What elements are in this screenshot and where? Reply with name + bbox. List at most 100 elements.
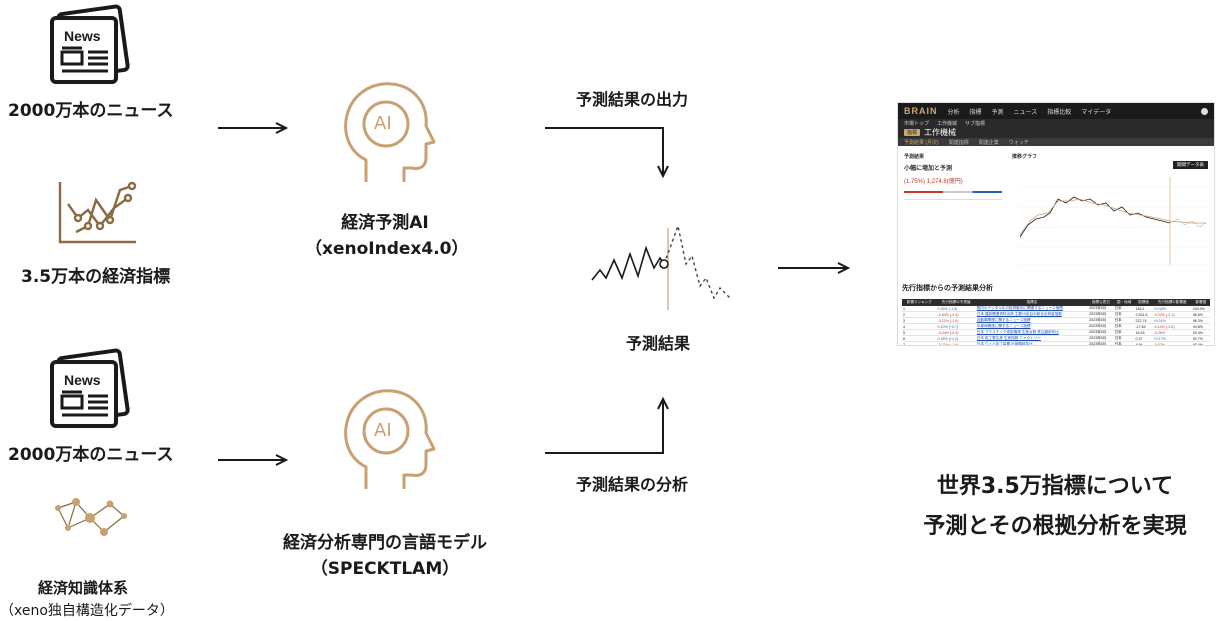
table-cell: -0.14% (-2.6) [1152,323,1192,330]
forecast-line-icon [591,223,731,310]
table-cell: 2023年5月 [1088,341,1114,345]
chart-panel: 推移グラフ 期間データ表 [1012,153,1210,275]
page-title: 工作機械 [924,128,957,137]
brain-app-screenshot: BRAIN 分析 指標 予測 ニュース 指標比較 マイデータ 市場トップ 工作機… [897,102,1215,346]
forecast-result-label: 予測結果 [626,334,691,353]
elbow-arrow-up-icon [545,396,669,454]
table-cell: 日本 [1113,317,1135,324]
ai-badge: AI [374,113,392,134]
table-cell: -0.22% (-2.1) [1152,311,1192,318]
table-cell: -17.64 [1134,323,1153,330]
knowledge-system-sublabel: （xeno独自構造化データ） [0,603,174,619]
table-cell: 7 [902,341,937,345]
conclusion-line-2: 予測とその根拠分析を実現 [923,514,1187,539]
table-cell[interactable]: 日本 建設関連資材出荷 主要10品目の総合出荷量指数 [975,311,1089,318]
table-cell: 0.10% (+0.7) [936,323,976,330]
table-cell: 日本 [1113,311,1135,318]
arrow-right-icon [778,262,851,274]
forecast-panel: 予測結果 小幅に増加と予測 (1.75%) 1,274.8(億円) [904,153,1002,213]
tab-related-companies[interactable]: 関連企業 [978,139,999,146]
menu-item[interactable]: マイデータ [1081,109,1112,116]
table-cell: 2023年5月 [1088,323,1114,330]
table-cell: 2023年5月 [1088,335,1114,342]
table-cell: 96.3% [1191,317,1210,324]
download-button[interactable]: 期間データ表 [1173,161,1208,169]
news-count-label-bottom: 2000万本のニュース [8,445,174,465]
table-cell: 0.37 [1134,335,1153,342]
breadcrumb-item[interactable]: サブ指標 [965,120,986,127]
indicator-tag: 指標 [904,129,921,136]
table-cell: 3 [902,317,937,324]
table-cell: -0.84% (-3.4) [936,311,976,318]
breadcrumb-item[interactable]: 市場トップ [904,120,930,127]
user-icon[interactable] [1201,107,1208,115]
table-cell[interactable]: 半導体関連に関するニュース指標 [975,323,1089,330]
menu-item[interactable]: 指標比較 [1047,109,1072,116]
news-icon-top: News [48,4,130,84]
table-cell: -0.22% (-1.9) [936,317,976,324]
news-icon-text: News [64,28,101,44]
column-header: 指標値 [1134,299,1153,306]
tab-watch[interactable]: ウォッチ [1008,139,1029,146]
column-header: 影響ランキング [902,299,937,306]
table-cell: -0.05% [1152,329,1192,336]
table-cell: 0.32% (-1.5) [936,306,976,312]
arrow-right-icon [218,454,289,466]
table-cell[interactable]: 自動車関連に関するニュース指標 [975,317,1089,324]
table-cell: +0.34% [1152,306,1192,312]
indicator-count-label: 3.5万本の経済指標 [21,267,171,287]
forecast-bar [904,191,1002,193]
tab-bar: 予測結果 (月次) 関連指標 関連企業 ウォッチ [898,138,1214,146]
table-cell: 日本 [1113,323,1135,330]
tab-related-indicators[interactable]: 関連指標 [948,139,969,146]
table-cell: +0.17% [1152,335,1192,342]
indicator-chart-icon [58,180,138,250]
table-cell: 100.0% [1191,306,1210,312]
menu-item[interactable]: 分析 [947,109,960,116]
table-cell: 日本 [1113,329,1135,336]
table-cell[interactable]: 国内のデジタル化の投資動向に関連するニュース指標 [975,306,1089,312]
table-cell: 2023年5月 [1088,311,1114,318]
table-cell: 6 [902,335,937,342]
table-row[interactable]: 2-0.84% (-3.4)日本 建設関連資材出荷 主要10品目の総合出荷量指数… [902,311,1210,318]
table-cell: 2023年5月 [1088,306,1114,312]
app-logo: BRAIN [904,106,938,116]
table-cell: 148.1 [1134,306,1153,312]
table-cell: 2 [902,311,937,318]
table-cell: 96.6% [1191,311,1210,318]
menu-item[interactable]: 指標 [969,109,982,116]
breadcrumb-item[interactable]: 工作機械 [937,120,958,127]
table-cell: 2023年5月 [1088,317,1114,324]
column-header: 国・地域 [1113,299,1135,306]
table-cell: 日本 [1113,341,1135,345]
tab-forecast[interactable]: 予測結果 (月次) [904,139,939,146]
table-cell: 94.8% [1191,323,1210,330]
table-cell: 日本 [1113,335,1135,342]
knowledge-graph-icon [50,494,130,542]
table-cell: 0.18% (+1.2) [936,335,976,342]
language-model-version: （SPECKTLAM） [310,559,460,579]
table-cell: 5 [902,329,937,336]
news-icon-text: News [64,372,101,388]
menu-item[interactable]: ニュース [1013,109,1038,116]
forecast-divider [904,199,1002,200]
table-cell: -0.21% (-1.6) [936,341,976,345]
table-cell: +0.01% [1152,317,1192,324]
forecast-ai-name: 経済予測AI [341,213,429,233]
column-header: 影響度 [1191,299,1210,306]
breadcrumb: 市場トップ 工作機械 サブ指標 [898,119,1214,127]
table-cell: 4.84 [1134,341,1153,345]
table-cell[interactable]: 日本 鉱工業生産 生産指数 ファクトリー [975,335,1089,342]
table-cell[interactable]: 日本 ウェハ加工装置 出荷額前年比 [975,341,1089,345]
trend-chart [1019,177,1208,266]
table-cell[interactable]: 日本 プラスチック成型機械 生産台数 受注額前年比 [975,329,1089,336]
table-cell: 212.74 [1134,317,1153,324]
elbow-arrow-down-icon [545,127,669,179]
menu-item[interactable]: 予測 [991,109,1004,116]
